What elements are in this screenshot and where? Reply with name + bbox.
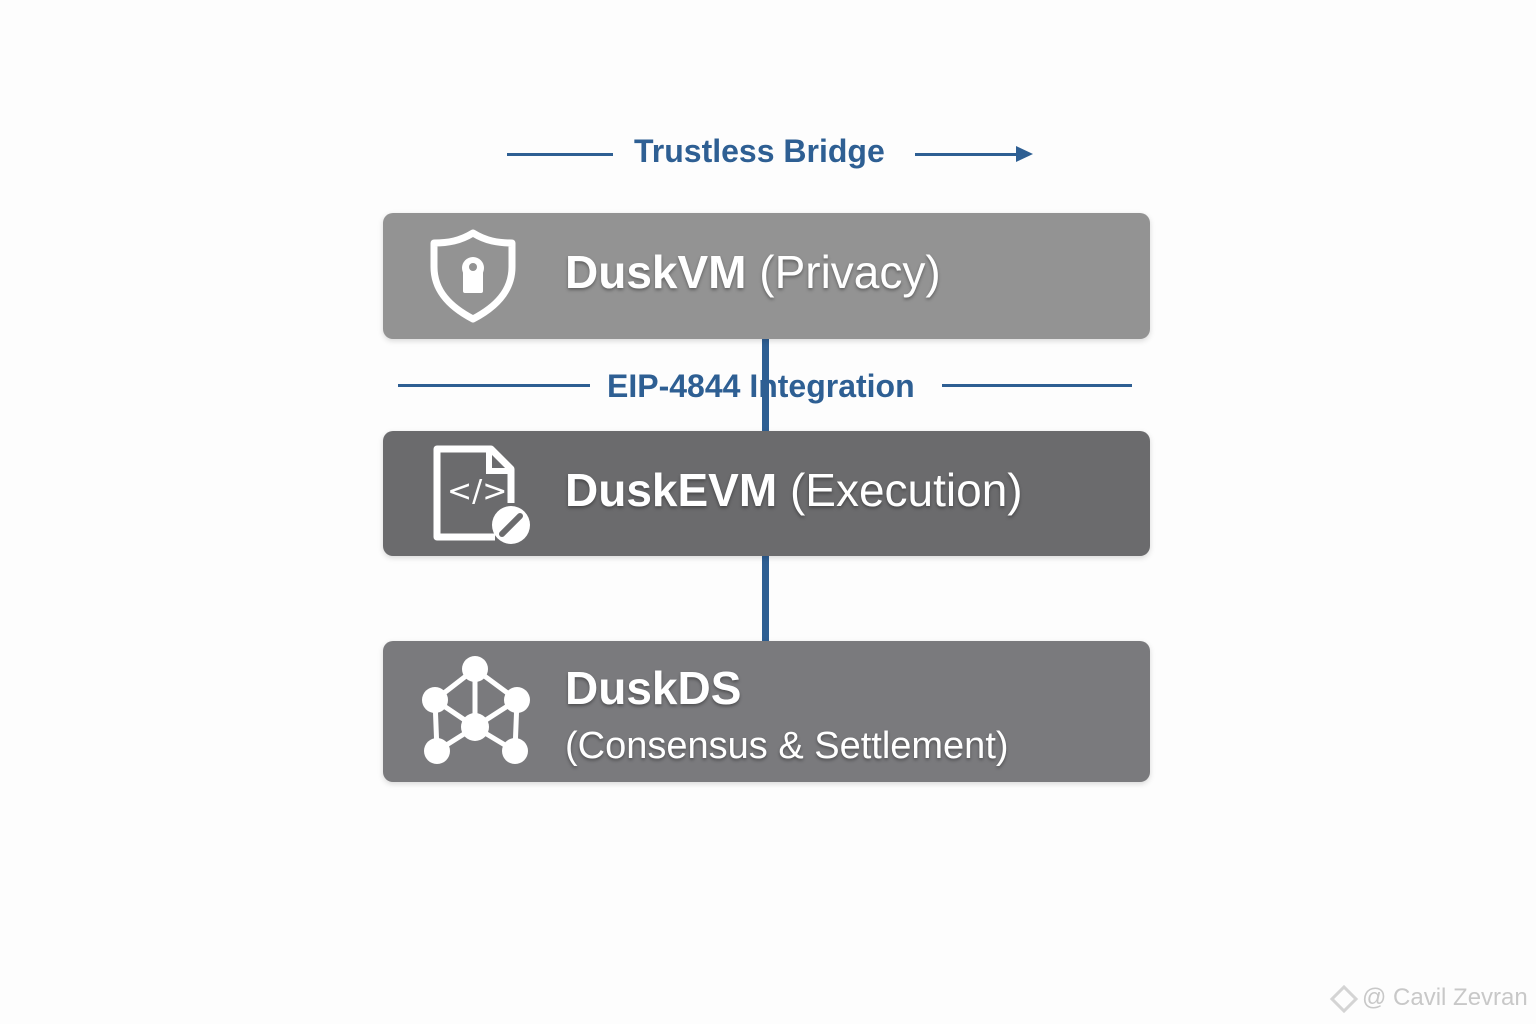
layer-duskvm: DuskVM (Privacy) <box>383 213 1150 339</box>
layer-subtitle: (Consensus & Settlement) <box>565 725 1009 767</box>
arrow-head-icon <box>1016 146 1033 162</box>
eip-4844-label: EIP-4844 Integration <box>607 368 915 404</box>
layer-subtitle: (Execution) <box>789 464 1023 516</box>
code-file-icon: </> <box>433 445 530 544</box>
bridge-line-left <box>507 153 613 156</box>
layer-subtitle: (Privacy) <box>759 246 941 298</box>
layer-title: DuskVM <box>565 246 747 298</box>
watermark-text: @ Cavil Zevran <box>1362 984 1528 1011</box>
network-nodes-icon <box>422 656 530 764</box>
watermark: @ Cavil Zevran <box>1329 984 1528 1013</box>
layer-title: DuskDS <box>565 662 742 714</box>
shield-lock-icon <box>430 229 516 323</box>
svg-text:</>: </> <box>447 474 507 509</box>
layer-title: DuskEVM <box>565 464 778 516</box>
layer-duskevm: </> DuskEVM (Execution) <box>383 431 1150 556</box>
trustless-bridge-label: Trustless Bridge <box>634 133 885 169</box>
layer-duskds: DuskDS (Consensus & Settlement) <box>383 641 1150 782</box>
eip-line-left <box>398 384 590 387</box>
eip-line-right <box>942 384 1132 387</box>
diamond-logo-icon <box>1329 984 1359 1013</box>
bridge-arrow-line <box>915 153 1019 156</box>
